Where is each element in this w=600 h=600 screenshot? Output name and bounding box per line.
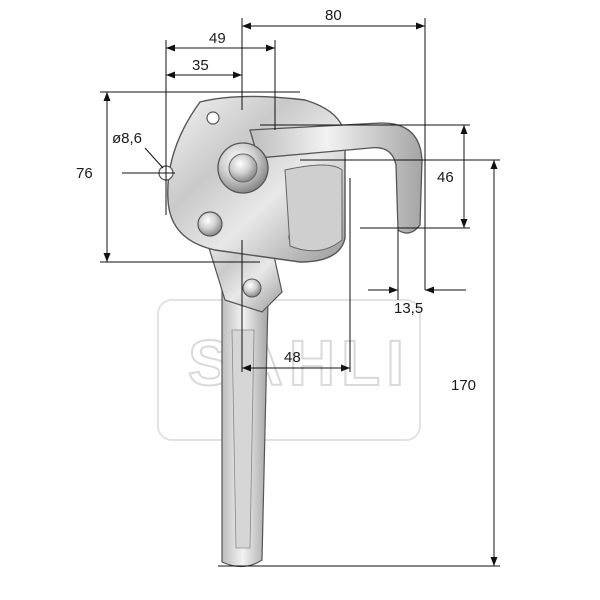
dimension-labels: 80 49 35 ø8,6 76 46 13,5 48 170 xyxy=(76,7,476,394)
dim-label-170: 170 xyxy=(451,377,476,394)
dim-label-35: 35 xyxy=(192,57,209,74)
dimension-lines xyxy=(100,18,500,567)
dim-label-48: 48 xyxy=(284,349,301,366)
mounting-hole-top xyxy=(206,111,220,125)
dim-label-80: 80 xyxy=(325,7,342,24)
lever-groove xyxy=(231,329,255,549)
pivot-rivet xyxy=(228,153,258,183)
dim-label-hole-diameter: ø8,6 xyxy=(112,130,142,147)
knuckle-rivet xyxy=(242,278,262,298)
latch-part xyxy=(158,95,423,568)
secondary-rivet xyxy=(197,211,223,237)
dim-label-46: 46 xyxy=(437,169,454,186)
dim-label-76: 76 xyxy=(76,165,93,182)
hook-arm xyxy=(249,122,423,234)
watermark: SAHLI xyxy=(157,299,421,441)
dim-label-13-5: 13,5 xyxy=(394,300,423,317)
dim-label-49: 49 xyxy=(209,30,226,47)
inner-bracket xyxy=(284,164,343,252)
